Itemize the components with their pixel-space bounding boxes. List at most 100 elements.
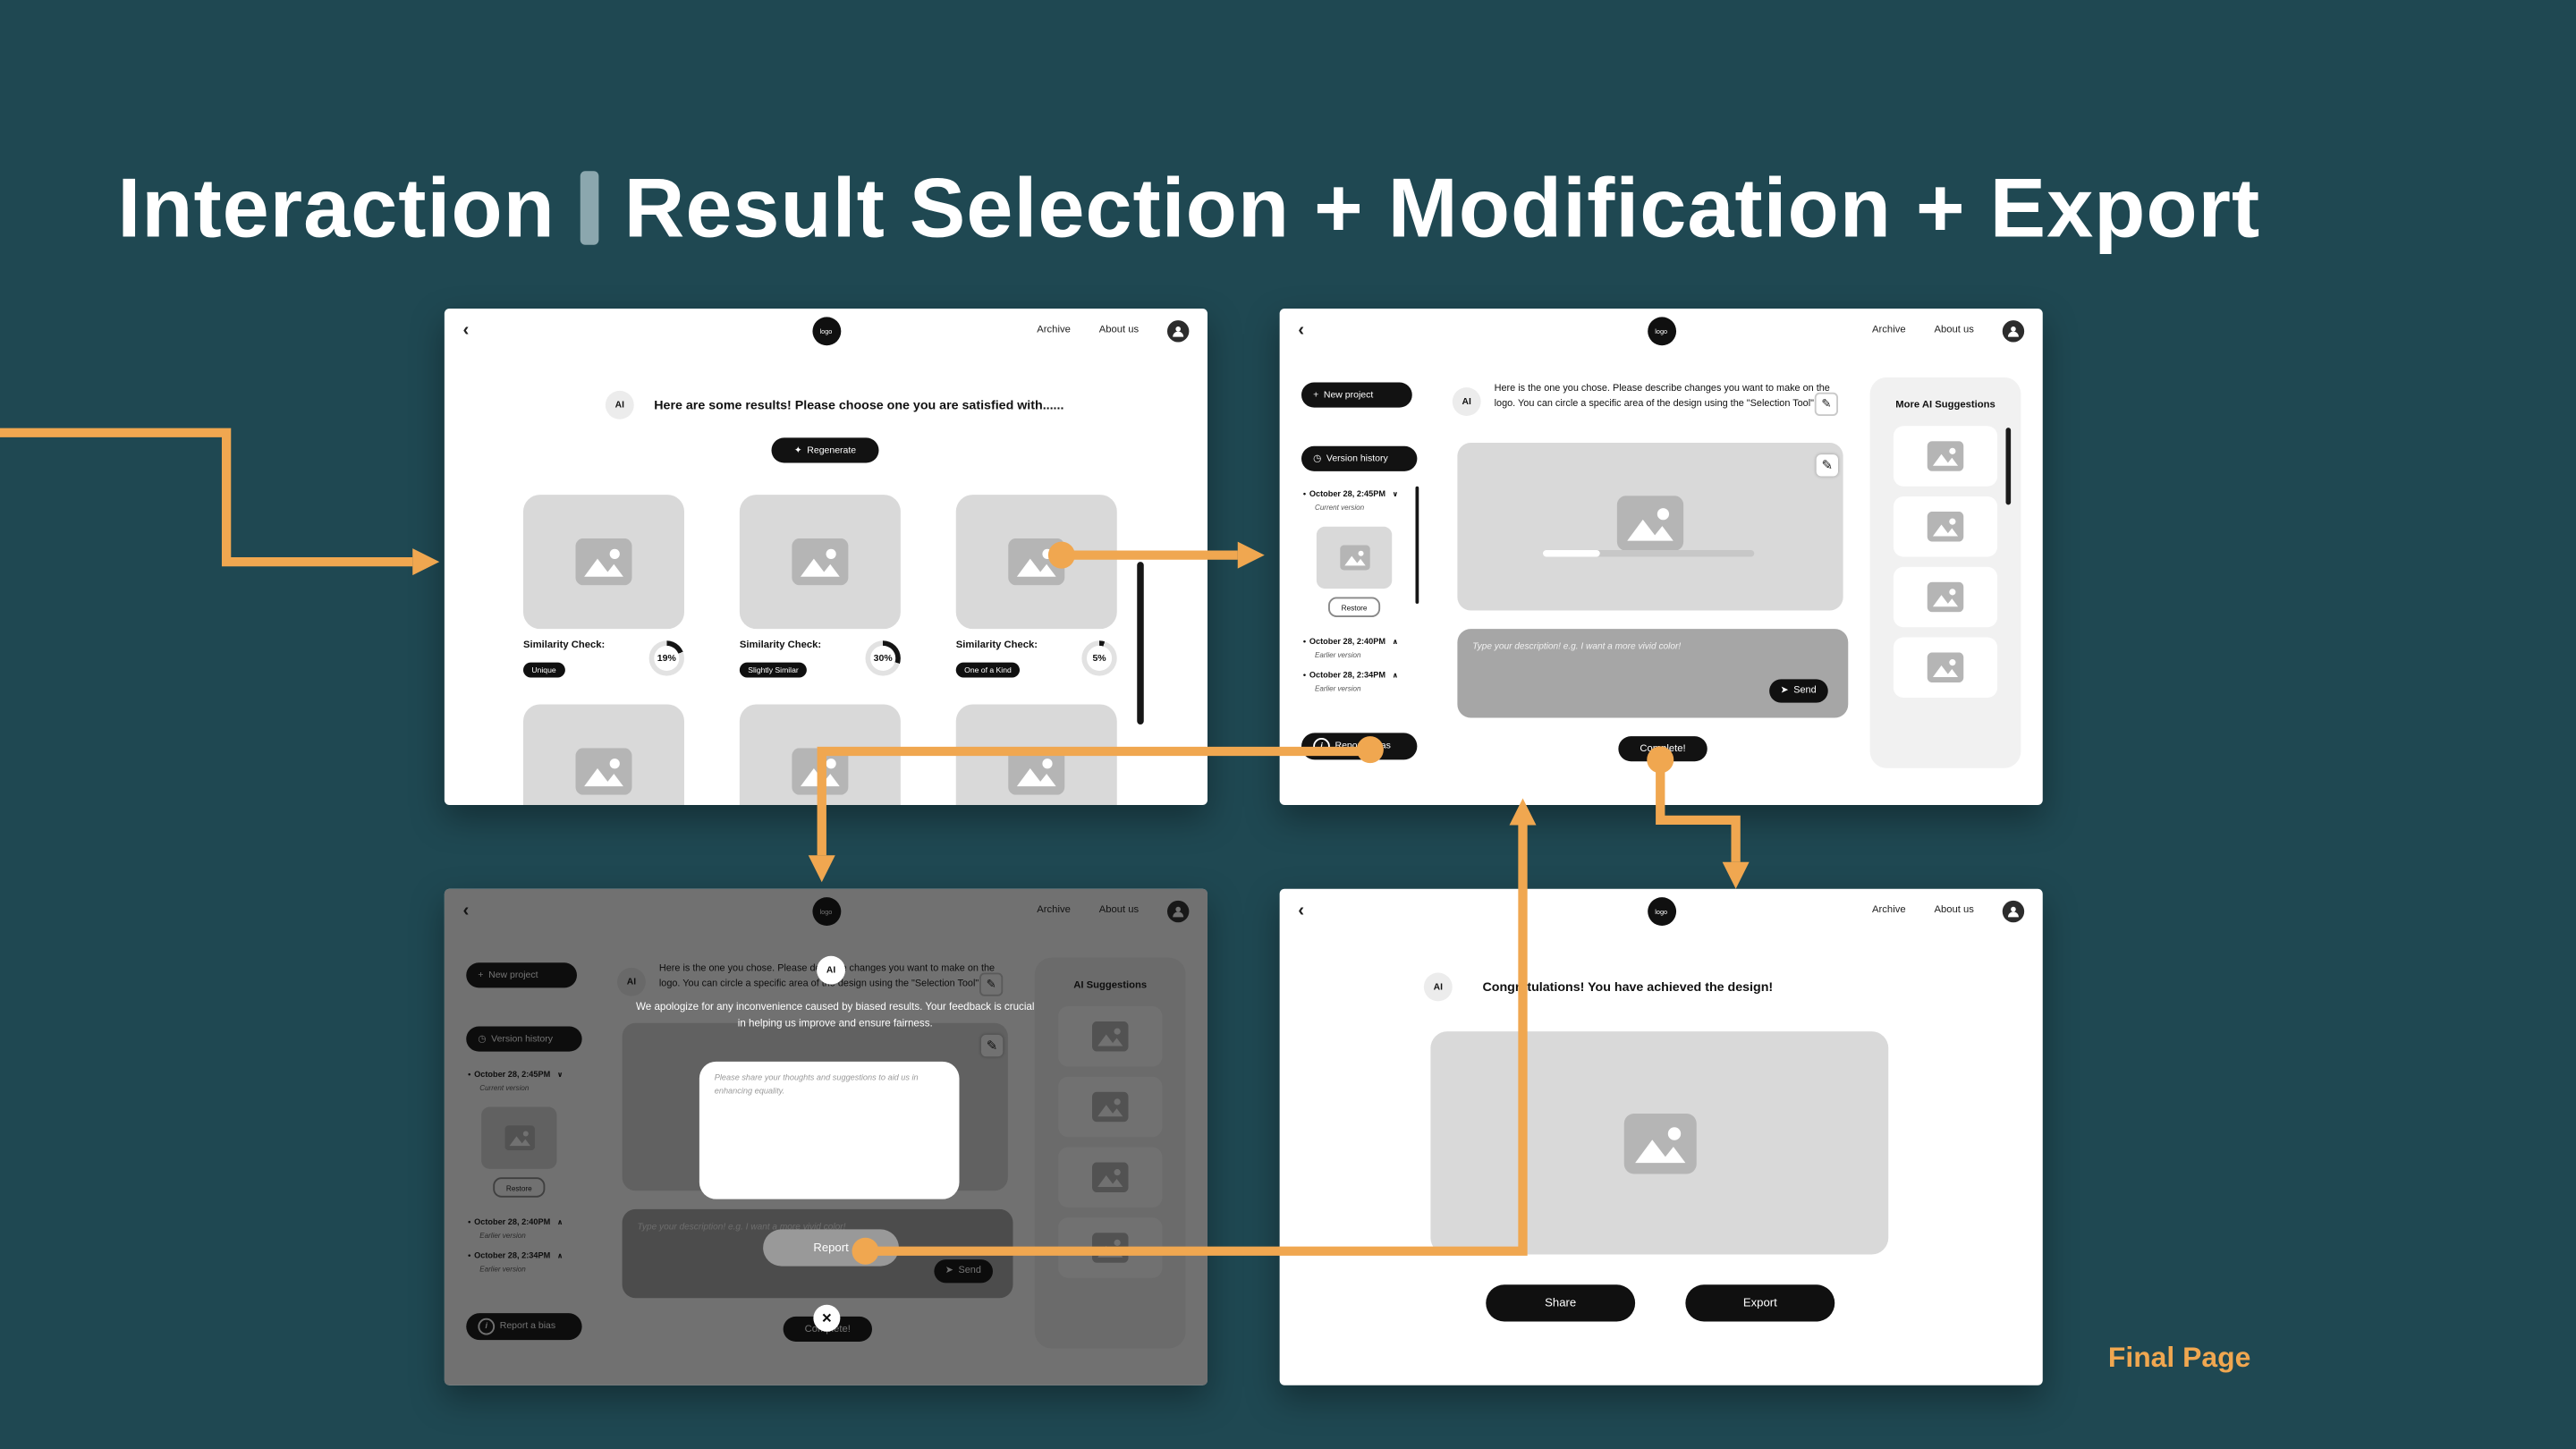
clock-icon: ◷: [1313, 453, 1322, 464]
result-card: [523, 704, 684, 805]
slide-title: Interaction Result Selection + Modificat…: [117, 159, 2260, 257]
version-item[interactable]: •October 28, 2:40PM∧ Earlier version: [1303, 638, 1398, 659]
chevron-up-icon[interactable]: ∧: [1392, 671, 1399, 680]
input-placeholder: Type your description! e.g. I want a mor…: [1472, 642, 1682, 653]
bullet-icon: •: [1302, 671, 1307, 681]
logo-badge[interactable]: logo: [1647, 897, 1676, 926]
flow-arrow-entry: [0, 428, 413, 567]
logo-badge[interactable]: logo: [811, 317, 841, 346]
image-placeholder-icon: [1008, 748, 1065, 795]
profile-icon[interactable]: [1167, 319, 1190, 342]
chevron-down-icon[interactable]: ∨: [1392, 489, 1399, 498]
info-icon: i: [1313, 738, 1330, 755]
feedback-textarea[interactable]: Please share your thoughts and suggestio…: [699, 1061, 960, 1199]
result-thumbnail[interactable]: [523, 495, 684, 630]
send-button[interactable]: ➤ Send: [1768, 679, 1828, 703]
nav-about-us[interactable]: About us: [1934, 325, 1974, 335]
app-header: ‹ logo Archive About us: [1280, 889, 2043, 933]
design-canvas[interactable]: ✎: [1457, 443, 1843, 611]
arrowhead-right: [1237, 541, 1265, 569]
sparkle-icon: ✦: [793, 445, 802, 456]
similarity-tag: One of a Kind: [955, 663, 1021, 678]
profile-icon[interactable]: [2002, 319, 2025, 342]
back-icon[interactable]: ‹: [1298, 899, 1305, 920]
export-button[interactable]: Export: [1685, 1284, 1835, 1322]
version-item-current[interactable]: •October 28, 2:45PM∨ Current version: [1303, 490, 1398, 512]
chevron-up-icon[interactable]: ∧: [1392, 637, 1399, 646]
nav-archive[interactable]: Archive: [1872, 905, 1906, 916]
result-thumbnail[interactable]: [955, 704, 1117, 805]
image-placeholder-icon: [1339, 545, 1369, 570]
version-history-button[interactable]: ◷ Version history: [1301, 445, 1418, 471]
close-icon[interactable]: ×: [813, 1304, 841, 1332]
image-placeholder-icon: [1927, 512, 1963, 542]
similarity-percent: 5%: [1092, 653, 1106, 664]
bullet-icon: •: [1302, 638, 1307, 647]
profile-icon[interactable]: [2002, 899, 2025, 922]
back-icon[interactable]: ‹: [1298, 319, 1305, 340]
app-header: ‹ logo Archive About us: [1280, 309, 2043, 352]
pencil-icon[interactable]: ✎: [1816, 454, 1838, 477]
version-item[interactable]: •October 28, 2:34PM ∧ Earlier version: [1303, 671, 1398, 692]
suggestions-scrollbar[interactable]: [2005, 428, 2012, 505]
final-page-label: Final Page: [2107, 1342, 2251, 1374]
logo-badge[interactable]: logo: [1647, 317, 1676, 346]
image-placeholder-icon: [1617, 496, 1684, 551]
result-card: [739, 704, 901, 805]
version-date: October 28, 2:34PM: [1309, 671, 1385, 681]
image-placeholder-icon: [1008, 538, 1065, 586]
result-card: Similarity Check: One of a Kind 5%: [955, 495, 1117, 681]
ai-avatar: AI: [1452, 387, 1481, 416]
suggestion-card[interactable]: [1893, 637, 1998, 698]
version-history-label: Version history: [1326, 453, 1388, 464]
image-placeholder-icon: [1927, 441, 1963, 471]
title-left: Interaction: [117, 161, 555, 255]
sidebar-scrollbar[interactable]: [1415, 486, 1419, 604]
nav-archive[interactable]: Archive: [1037, 325, 1071, 335]
suggestion-card[interactable]: [1893, 426, 1998, 487]
similarity-donut: 5%: [1081, 640, 1117, 676]
image-placeholder-icon: [1927, 652, 1963, 682]
image-placeholder-icon: [575, 538, 632, 586]
results-screen: ‹ logo Archive About us AI Here are some…: [444, 309, 1208, 805]
version-date: October 28, 2:40PM: [1309, 638, 1385, 647]
nav-about-us[interactable]: About us: [1934, 905, 1974, 916]
pencil-icon[interactable]: ✎: [1814, 392, 1838, 416]
textarea-placeholder: Please share your thoughts and suggestio…: [714, 1074, 919, 1097]
result-thumbnail[interactable]: [739, 495, 901, 630]
version-list: •October 28, 2:45PM∨ Current version Res…: [1303, 490, 1434, 699]
app-header: ‹ logo Archive About us: [445, 309, 1208, 352]
similarity-donut: 19%: [648, 640, 684, 676]
similarity-donut: 30%: [865, 640, 901, 676]
similarity-tag: Unique: [523, 663, 565, 678]
result-thumbnail[interactable]: [739, 704, 901, 805]
suggestion-card[interactable]: [1893, 496, 1998, 557]
image-placeholder-icon: [1927, 582, 1963, 613]
ai-suggestions-panel: More AI Suggestions: [1869, 377, 2021, 768]
report-button[interactable]: Report: [763, 1229, 899, 1267]
image-placeholder-icon: [575, 748, 632, 795]
result-thumbnail[interactable]: [955, 495, 1117, 630]
regenerate-button[interactable]: ✦ Regenerate: [771, 437, 879, 463]
result-thumbnail[interactable]: [523, 704, 684, 805]
suggestion-card[interactable]: [1893, 566, 1998, 628]
similarity-label: Similarity Check:: [955, 640, 1038, 651]
nav-about-us[interactable]: About us: [1098, 325, 1140, 335]
suggestions-title: More AI Suggestions: [1895, 401, 1996, 411]
version-date: October 28, 2:45PM: [1309, 490, 1385, 499]
share-button[interactable]: Share: [1486, 1284, 1636, 1322]
back-icon[interactable]: ‹: [462, 319, 470, 340]
new-project-button[interactable]: + New project: [1301, 382, 1412, 408]
similarity-label: Similarity Check:: [739, 640, 822, 651]
apology-message: We apologize for any inconvenience cause…: [636, 1001, 1035, 1030]
version-thumbnail[interactable]: [1316, 526, 1393, 589]
results-scrollbar[interactable]: [1137, 562, 1144, 724]
similarity-percent: 19%: [657, 653, 676, 664]
description-input[interactable]: Type your description! e.g. I want a mor…: [1457, 629, 1849, 718]
restore-button[interactable]: Restore: [1328, 597, 1381, 617]
results-grid: Similarity Check: Unique 19% Similarity …: [523, 495, 1117, 681]
report-bias-button[interactable]: i Report a bias: [1301, 733, 1418, 760]
nav-archive[interactable]: Archive: [1872, 325, 1906, 335]
version-note: Earlier version: [1315, 684, 1361, 693]
complete-button[interactable]: Complete!: [1618, 736, 1707, 762]
